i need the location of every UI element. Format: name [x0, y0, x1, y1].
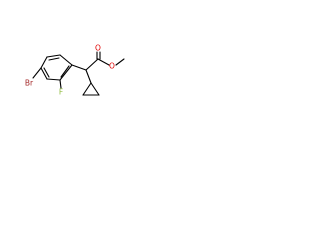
cyclopropyl-bond-3	[90, 82, 100, 96]
ring-bond-c2-c3	[46, 54, 61, 58]
atom-label-bromine: Br	[25, 79, 34, 88]
bond-ring-to-alpha-carbon	[71, 64, 87, 71]
ring-double-bond-inner-2	[43, 67, 50, 78]
bond-ring-to-fluorine	[59, 79, 62, 89]
ring-bond-c4-c5	[40, 67, 48, 80]
ring-double-bond-inner-3	[60, 65, 70, 78]
ring-double-bond-inner-1	[48, 57, 60, 61]
bond-ether-oxygen-to-methyl	[115, 58, 125, 66]
bond-alpha-to-cyclopropyl	[85, 69, 92, 84]
ring-bond-c1-c2	[59, 54, 73, 66]
ring-bond-c6-c1	[59, 64, 73, 81]
ring-bond-c3-c4	[40, 56, 48, 69]
bond-alpha-to-carbonyl	[85, 58, 99, 71]
benzene-ring	[40, 54, 73, 81]
bond-carbonyl-to-ether-oxygen	[97, 58, 110, 66]
bond-ring-to-bromine	[32, 67, 42, 79]
atom-label-carbonyl-oxygen: O	[95, 44, 101, 53]
atom-label-ether-oxygen: O	[109, 62, 115, 71]
cyclopropyl-ring	[82, 69, 100, 96]
cyclopropyl-bond-1	[82, 82, 92, 96]
ring-bond-c5-c6	[46, 78, 61, 81]
chemical-structure-diagram: Br F O O	[25, 44, 125, 97]
atom-label-fluorine: F	[59, 88, 63, 97]
